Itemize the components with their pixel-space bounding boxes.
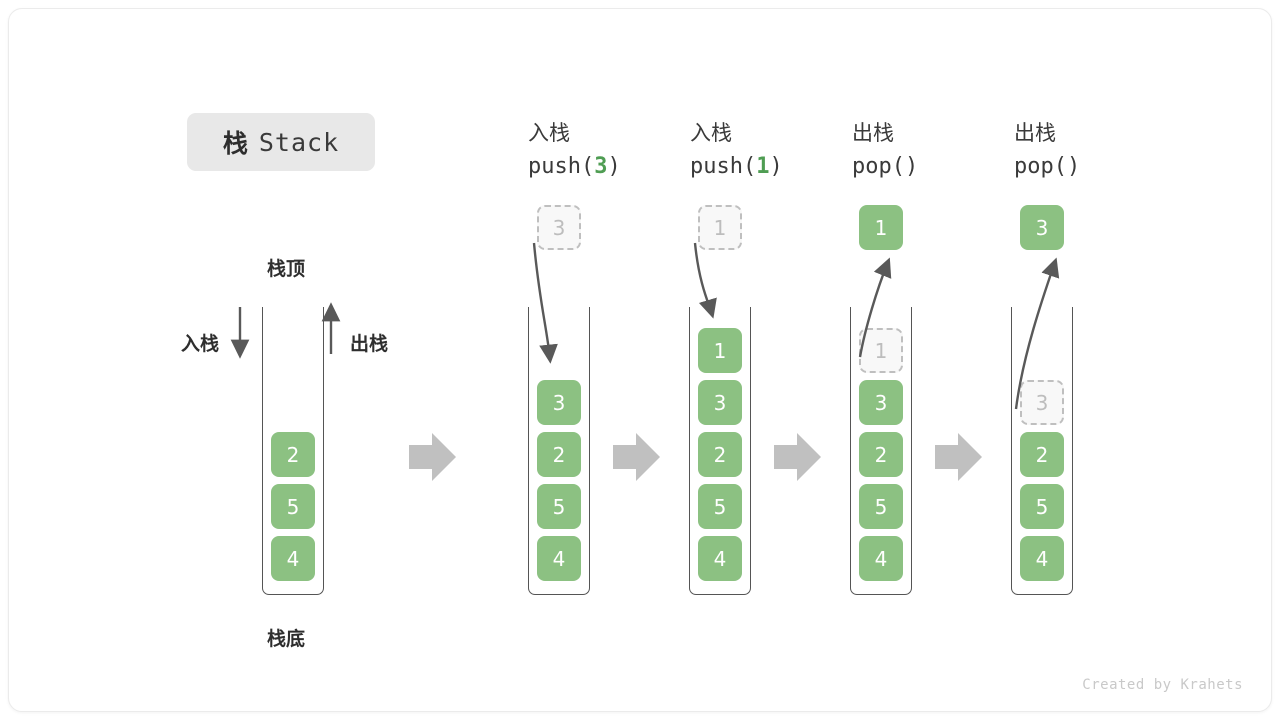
step-header-op-pop-1: pop() [852,154,919,179]
stack-items: 4 5 2 3 1 [850,328,912,588]
stack-cell-5: 5 [1020,484,1064,529]
float-cell-push-3: 3 [537,205,581,250]
stack-wall-right [1072,307,1073,588]
step-header-pop-3: 出栈 pop() [1014,117,1080,179]
stack-wall-right [323,307,324,588]
stack-cell-4: 4 [271,536,315,581]
stack-cell-4: 4 [859,536,903,581]
title-en: Stack [258,127,340,157]
stack-cell-4: 4 [698,536,742,581]
flow-arrow-push-1 [693,242,717,319]
stack-pop-3: 4 5 2 3 [1011,307,1073,595]
float-cell-pop-3: 3 [1020,205,1064,250]
stack-cell-3: 3 [537,380,581,425]
stack-cell-4: 4 [537,536,581,581]
separator-arrow-4 [935,433,982,481]
label-stack-bottom: 栈底 [267,629,306,650]
step-header-cn-pop-3: 出栈 [1014,122,1056,145]
stack-push-3: 4 5 2 3 [528,307,590,595]
stack-cell-4: 4 [1020,536,1064,581]
stack-wall-right [750,307,751,588]
stack-floor [689,579,751,595]
stack-cell-2: 2 [859,432,903,477]
stack-cell-1: 1 [859,328,903,373]
stack-cell-3: 3 [698,380,742,425]
step-header-op-pop-3: pop() [1014,154,1081,179]
stack-wall-right [911,307,912,588]
stack-items: 4 5 2 [262,432,324,588]
float-cell-push-1: 1 [698,205,742,250]
diagram-title-badge: 栈 Stack [187,113,375,171]
stack-floor [262,579,324,595]
separator-arrow-2 [613,433,660,481]
stack-cell-1: 1 [698,328,742,373]
stack-cell-2: 2 [698,432,742,477]
step-header-arg-push-3: 3 [594,154,608,179]
float-cell-pop-1: 1 [859,205,903,250]
stack-wall-left [262,307,263,588]
step-header-push-3: 入栈 push(3) [528,117,621,179]
stack-pop-1: 4 5 2 3 1 [850,307,912,595]
stack-wall-left [1011,307,1012,588]
stack-items: 4 5 2 3 [1011,380,1073,588]
label-stack-top: 栈顶 [267,259,306,280]
stack-push-1: 4 5 2 3 1 [689,307,751,595]
credit-text: Created by Krahets [1082,677,1243,693]
label-push-left: 入栈 [181,334,220,355]
label-pop-left: 出栈 [350,334,389,355]
stack-cell-5: 5 [698,484,742,529]
stack-floor [1011,579,1073,595]
step-header-arg-push-1: 1 [756,154,770,179]
stack-initial: 4 5 2 [262,307,324,595]
stack-floor [850,579,912,595]
stack-items: 4 5 2 3 [528,380,590,588]
stack-wall-left [689,307,690,588]
separator-arrow-1 [409,433,456,481]
stack-cell-3: 3 [1020,380,1064,425]
separator-arrow-3 [774,433,821,481]
step-header-cn-push-1: 入栈 [690,122,732,145]
stack-floor [528,579,590,595]
stack-cell-2: 2 [1020,432,1064,477]
stack-cell-5: 5 [537,484,581,529]
stack-wall-left [528,307,529,588]
stack-cell-5: 5 [271,484,315,529]
title-cn: 栈 [222,130,249,158]
stack-cell-2: 2 [271,432,315,477]
stack-cell-2: 2 [537,432,581,477]
stack-wall-left [850,307,851,588]
step-header-op-push-3: push(3) [528,154,621,179]
step-header-cn-pop-1: 出栈 [852,122,894,145]
step-header-pop-1: 出栈 pop() [852,117,918,179]
stack-wall-right [589,307,590,588]
step-header-op-push-1: push(1) [690,154,783,179]
stack-cell-5: 5 [859,484,903,529]
step-header-push-1: 入栈 push(1) [690,117,783,179]
stack-cell-3: 3 [859,380,903,425]
step-header-cn-push-3: 入栈 [528,122,570,145]
stack-items: 4 5 2 3 1 [689,328,751,588]
